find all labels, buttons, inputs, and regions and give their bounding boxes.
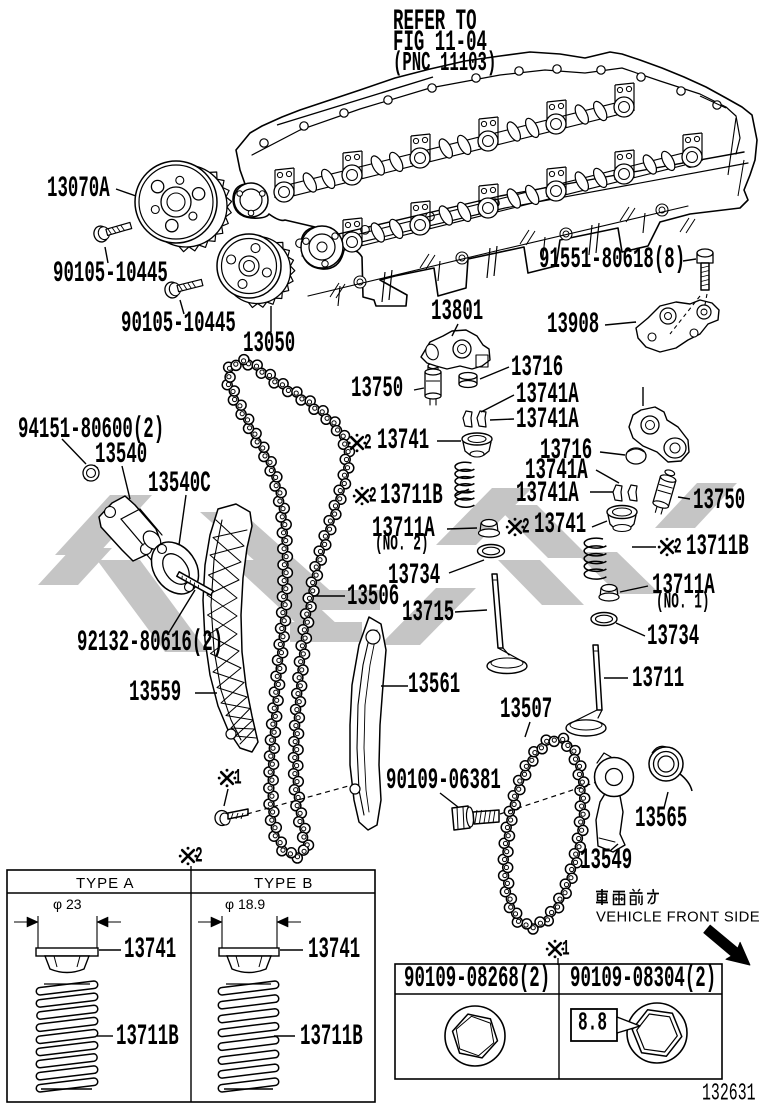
svg-text:1: 1 bbox=[234, 766, 242, 790]
svg-text:13750: 13750 bbox=[693, 485, 745, 518]
svg-text:13070A: 13070A bbox=[47, 173, 110, 206]
svg-text:TYPE B: TYPE B bbox=[254, 875, 313, 892]
svg-text:(PNC 11103): (PNC 11103) bbox=[393, 48, 496, 79]
svg-text:13711B: 13711B bbox=[380, 480, 443, 513]
svg-text:90109-06381: 90109-06381 bbox=[386, 765, 501, 798]
svg-text:2: 2 bbox=[195, 844, 203, 868]
svg-text:13506: 13506 bbox=[347, 581, 399, 614]
svg-text:REFER TO: REFER TO bbox=[393, 6, 477, 39]
svg-text:TYPE A: TYPE A bbox=[76, 875, 135, 892]
svg-text:8.8: 8.8 bbox=[578, 1009, 607, 1038]
svg-text:13050: 13050 bbox=[243, 328, 295, 361]
svg-text:13741: 13741 bbox=[308, 934, 360, 967]
svg-text:13716: 13716 bbox=[511, 352, 563, 385]
svg-text:φ 18.9: φ 18.9 bbox=[225, 896, 265, 912]
svg-text:13715: 13715 bbox=[402, 597, 454, 630]
svg-text:13741: 13741 bbox=[124, 934, 176, 967]
svg-text:13741A: 13741A bbox=[525, 455, 588, 488]
svg-text:13741A: 13741A bbox=[516, 379, 579, 412]
svg-text:13734: 13734 bbox=[388, 560, 440, 593]
svg-text:13711B: 13711B bbox=[300, 1021, 363, 1054]
svg-text:13716: 13716 bbox=[540, 435, 592, 468]
svg-text:(NO. 1): (NO. 1) bbox=[656, 590, 710, 614]
svg-text:13711A: 13711A bbox=[372, 513, 435, 546]
svg-text:13750: 13750 bbox=[351, 373, 403, 406]
svg-text:13559: 13559 bbox=[129, 677, 181, 710]
svg-text:13507: 13507 bbox=[500, 694, 552, 727]
svg-text:90109-08304(2): 90109-08304(2) bbox=[570, 963, 716, 996]
svg-text:13540: 13540 bbox=[95, 439, 147, 472]
svg-text:FIG 11-04: FIG 11-04 bbox=[393, 27, 487, 60]
svg-text:2: 2 bbox=[674, 535, 682, 559]
svg-text:132631: 132631 bbox=[702, 1079, 756, 1107]
svg-text:13711A: 13711A bbox=[652, 570, 715, 603]
svg-text:φ 23: φ 23 bbox=[53, 896, 82, 912]
svg-text:90105-10445: 90105-10445 bbox=[53, 258, 168, 291]
svg-text:13908: 13908 bbox=[547, 309, 599, 342]
svg-text:92132-80616(2): 92132-80616(2) bbox=[77, 627, 223, 660]
svg-text:13741A: 13741A bbox=[516, 404, 579, 437]
svg-text:(NO. 2): (NO. 2) bbox=[375, 532, 429, 556]
svg-text:1: 1 bbox=[562, 937, 570, 961]
svg-text:13741A: 13741A bbox=[516, 478, 579, 511]
svg-text:94151-80600(2): 94151-80600(2) bbox=[18, 414, 164, 447]
svg-text:VEHICLE FRONT SIDE: VEHICLE FRONT SIDE bbox=[596, 910, 760, 926]
svg-text:13540C: 13540C bbox=[148, 468, 211, 501]
svg-text:90109-08268(2): 90109-08268(2) bbox=[404, 963, 550, 996]
svg-text:13711B: 13711B bbox=[686, 531, 749, 564]
svg-text:13741: 13741 bbox=[377, 425, 429, 458]
svg-text:2: 2 bbox=[522, 515, 530, 539]
svg-text:13734: 13734 bbox=[647, 621, 699, 654]
svg-text:13711: 13711 bbox=[632, 663, 684, 696]
svg-text:13561: 13561 bbox=[408, 669, 460, 702]
svg-text:13801: 13801 bbox=[431, 296, 483, 329]
svg-text:13549: 13549 bbox=[580, 845, 632, 878]
svg-text:2: 2 bbox=[369, 484, 377, 508]
svg-text:90105-10445: 90105-10445 bbox=[121, 308, 236, 341]
svg-text:2: 2 bbox=[364, 431, 372, 455]
svg-text:13711B: 13711B bbox=[116, 1021, 179, 1054]
svg-text:91551-80618(8): 91551-80618(8) bbox=[539, 244, 685, 277]
svg-text:13565: 13565 bbox=[635, 803, 687, 836]
svg-text:13741: 13741 bbox=[534, 509, 586, 542]
